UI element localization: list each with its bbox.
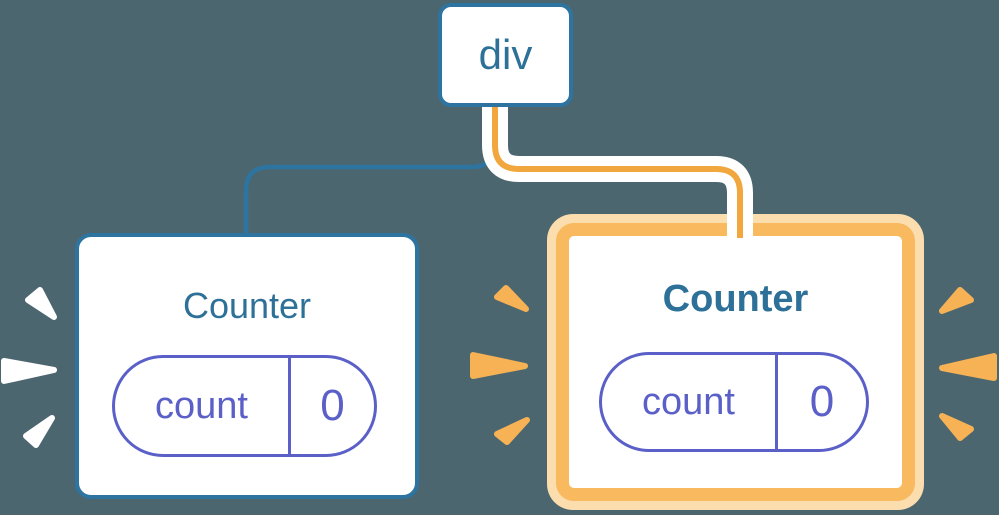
spark-burst-right <box>939 287 997 441</box>
root-node-label: div <box>478 31 533 78</box>
state-pill-left: count 0 <box>112 355 377 457</box>
spark-icon <box>494 417 530 445</box>
state-key-left: count <box>155 384 248 427</box>
state-pill-right: count 0 <box>599 352 869 452</box>
spark-burst-middle <box>470 285 530 445</box>
spark-icon <box>939 413 974 441</box>
spark-icon <box>23 415 55 448</box>
state-key-right: count <box>642 380 735 423</box>
spark-icon <box>470 352 528 379</box>
edge-root-to-left-counter <box>243 107 498 234</box>
spark-icon <box>1 358 57 384</box>
counter-title-right: Counter <box>662 278 809 320</box>
spark-burst-left <box>1 287 57 448</box>
counter-card-right: Counter count 0 <box>556 223 915 501</box>
spark-icon <box>939 353 997 381</box>
state-value-right: 0 <box>775 355 866 449</box>
counter-card-left: Counter count 0 <box>75 233 419 499</box>
counter-title-left: Counter <box>182 285 312 326</box>
spark-icon <box>25 287 57 320</box>
spark-icon <box>494 285 529 312</box>
state-value-left: 0 <box>288 358 374 454</box>
spark-icon <box>939 287 974 314</box>
root-node: div <box>438 3 573 107</box>
counter-card-right-halo: Counter count 0 <box>547 214 924 510</box>
